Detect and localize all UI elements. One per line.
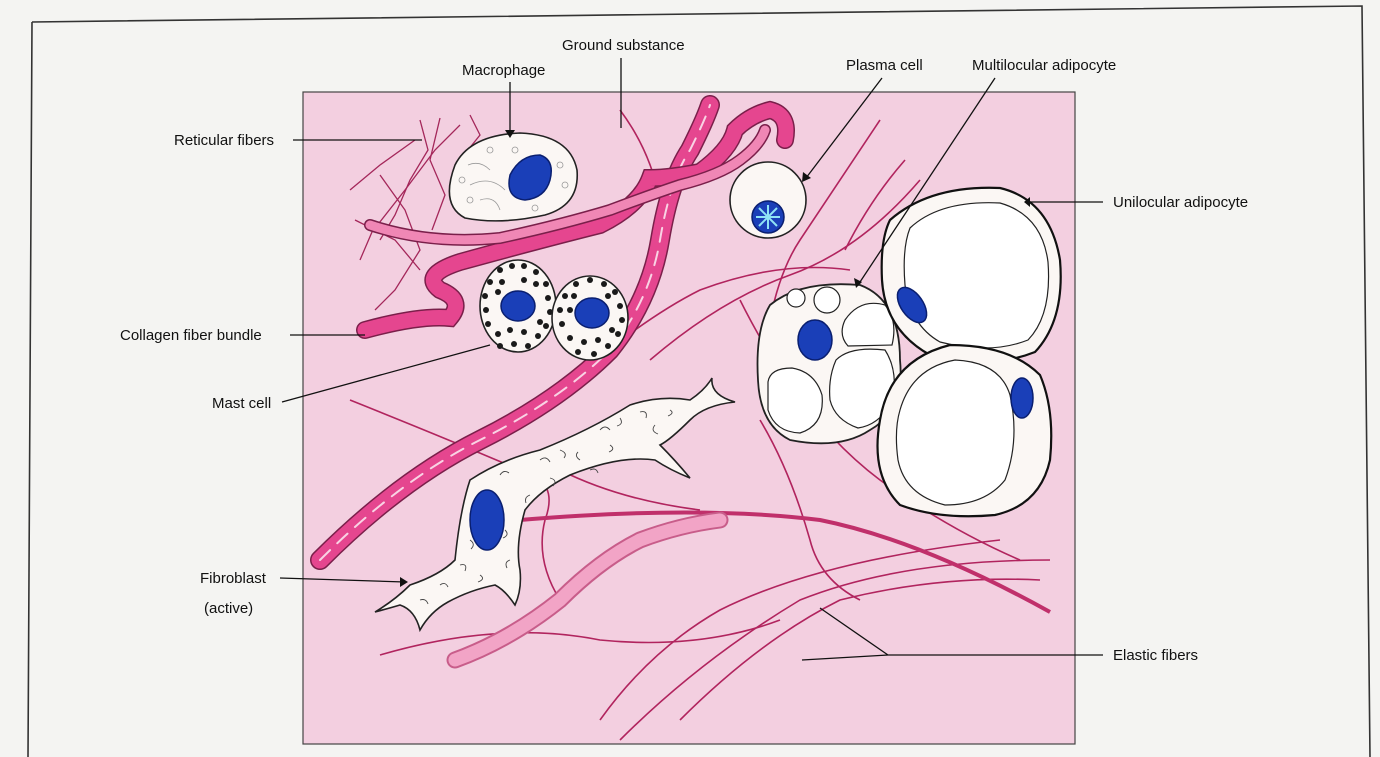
label-fibroblast-active: (active): [204, 600, 253, 617]
mast-cell-left: [480, 260, 556, 352]
label-mast-cell: Mast cell: [212, 395, 271, 412]
plasma-cell: [730, 162, 806, 238]
label-ground-substance: Ground substance: [562, 37, 685, 54]
mast-cell-nucleus: [575, 298, 609, 328]
label-multilocular-adipocyte: Multilocular adipocyte: [972, 57, 1116, 74]
label-macrophage: Macrophage: [462, 62, 545, 79]
unilocular-adipocyte-lower: [878, 345, 1052, 516]
mast-cell-right: [552, 276, 628, 360]
label-unilocular-adipocyte: Unilocular adipocyte: [1113, 194, 1248, 211]
fibroblast-nucleus: [470, 490, 504, 550]
unilocular-adipocyte-nucleus: [1011, 378, 1033, 418]
label-reticular-fibers: Reticular fibers: [174, 132, 274, 149]
label-collagen-fiber-bundle: Collagen fiber bundle: [120, 327, 262, 344]
mast-cell-nucleus: [501, 291, 535, 321]
label-plasma-cell: Plasma cell: [846, 57, 923, 74]
label-fibroblast: Fibroblast: [200, 570, 267, 587]
multilocular-adipocyte-nucleus: [798, 320, 832, 360]
unilocular-adipocyte-upper: [882, 188, 1061, 362]
label-elastic-fibers: Elastic fibers: [1113, 647, 1198, 664]
cartwheel-chromatin: [756, 205, 780, 229]
